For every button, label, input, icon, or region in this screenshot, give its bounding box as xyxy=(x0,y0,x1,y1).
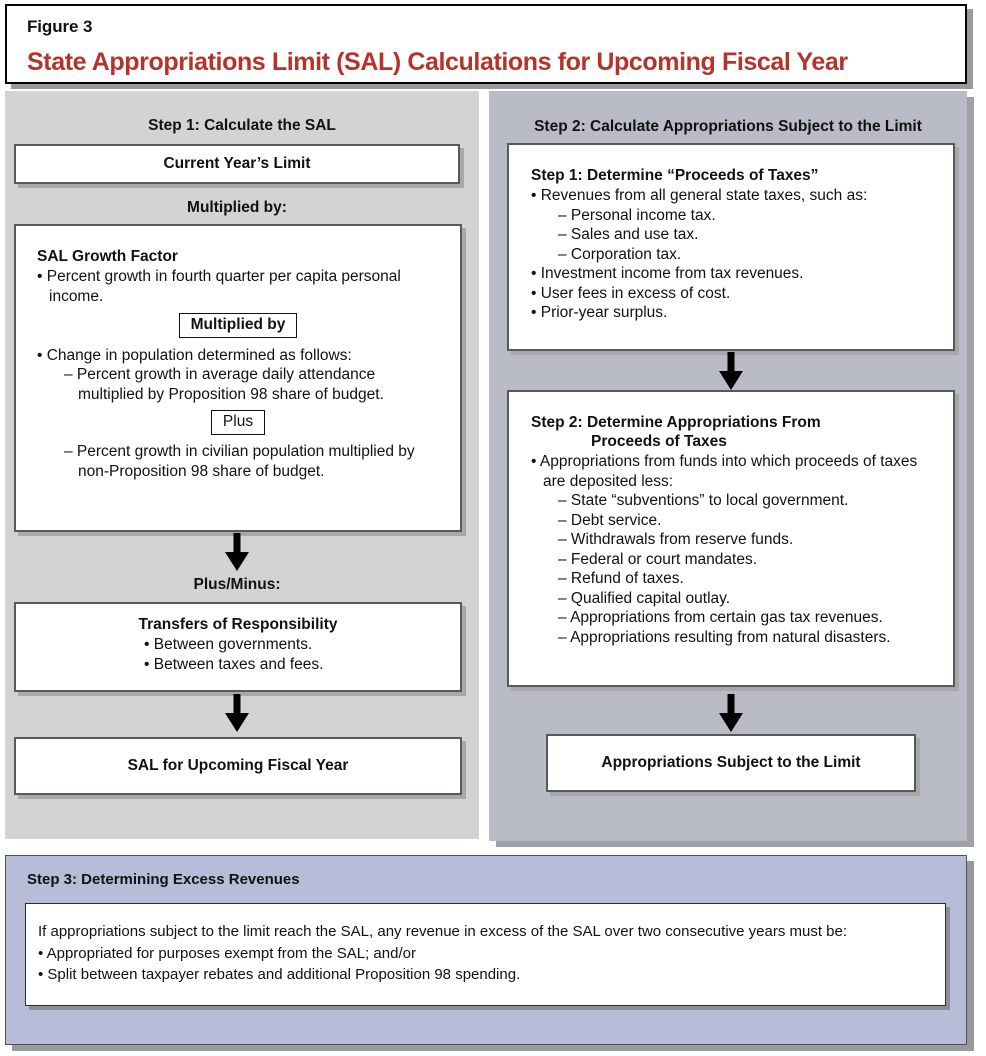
step3-bullet-1: • Split between taxpayer rebates and add… xyxy=(38,966,521,984)
sal-growth-bullet-1: • Percent growth in fourth quarter per c… xyxy=(37,268,401,305)
figure-title: State Appropriations Limit (SAL) Calcula… xyxy=(27,48,848,76)
plus-mini-wrap: Plus xyxy=(37,410,439,436)
down-arrow-icon xyxy=(716,352,746,390)
step3-bullet-0: • Appropriated for purposes exempt from … xyxy=(38,944,416,962)
title-banner: Figure 3 State Appropriations Limit (SAL… xyxy=(5,4,967,84)
determine-line-4: – Federal or court mandates. xyxy=(558,550,758,568)
determine-line-8: – Appropriations resulting from natural … xyxy=(558,628,891,646)
proceeds-line-0: • Revenues from all general state taxes,… xyxy=(531,187,868,204)
determine-line-0: • Appropriations from funds into which p… xyxy=(531,453,918,490)
current-years-limit-label: Current Year’s Limit xyxy=(163,155,311,172)
sal-growth-bullet-2: • Change in population determined as fol… xyxy=(37,346,352,364)
proceeds-line-1: – Personal income tax. xyxy=(558,206,716,224)
sal-result-box: SAL for Upcoming Fiscal Year xyxy=(14,737,462,795)
appropriations-result-label: Appropriations Subject to the Limit xyxy=(601,754,861,771)
down-arrow-icon xyxy=(222,694,252,732)
step3-heading: Step 3: Determining Excess Revenues xyxy=(27,871,300,888)
down-arrow-icon xyxy=(716,694,746,732)
step3-content-box: If appropriations subject to the limit r… xyxy=(25,903,946,1006)
determine-appropriations-box: Step 2: Determine Appropriations From Pr… xyxy=(507,390,955,687)
sal-growth-factor-box: SAL Growth Factor • Percent growth in fo… xyxy=(14,224,462,532)
determine-line-3: – Withdrawals from reserve funds. xyxy=(558,531,794,549)
determine-line-5: – Refund of taxes. xyxy=(558,570,684,588)
proceeds-line-2: – Sales and use tax. xyxy=(558,226,699,244)
proceeds-line-6: • Prior-year surplus. xyxy=(531,304,668,322)
current-years-limit-box: Current Year’s Limit xyxy=(14,144,460,184)
sal-growth-factor-title: SAL Growth Factor xyxy=(37,248,178,265)
sal-growth-dash-1: – Percent growth in average daily attend… xyxy=(64,366,384,403)
determine-title-line-1: Step 2: Determine Appropriations From xyxy=(531,414,821,431)
appropriations-result-box: Appropriations Subject to the Limit xyxy=(546,734,916,792)
down-arrow-icon xyxy=(222,533,252,571)
proceeds-line-3: – Corporation tax. xyxy=(558,245,682,263)
step3-intro: If appropriations subject to the limit r… xyxy=(38,923,848,940)
determine-line-6: – Qualified capital outlay. xyxy=(558,589,731,607)
connector-plus-minus: Plus/Minus: xyxy=(193,576,281,593)
proceeds-line-5: • User fees in excess of cost. xyxy=(531,284,731,302)
determine-line-1: – State “subventions” to local governmen… xyxy=(558,492,849,510)
transfers-bullet-list: • Between governments. • Between taxes a… xyxy=(16,635,460,674)
proceeds-title: Step 1: Determine “Proceeds of Taxes” xyxy=(531,167,819,184)
determine-line-2: – Debt service. xyxy=(558,511,662,529)
determine-line-7: – Appropriations from certain gas tax re… xyxy=(558,609,883,627)
proceeds-of-taxes-box: Step 1: Determine “Proceeds of Taxes” • … xyxy=(507,143,955,351)
sal-result-label: SAL for Upcoming Fiscal Year xyxy=(127,757,349,774)
multiplied-by-mini-box: Multiplied by xyxy=(178,313,298,338)
transfers-bullet-0: • Between governments. xyxy=(144,636,313,653)
determine-title-line-2: Proceeds of Taxes xyxy=(591,433,727,450)
plus-mini-box: Plus xyxy=(210,410,266,436)
transfers-of-responsibility-box: Transfers of Responsibility • Between go… xyxy=(14,602,462,692)
multiplied-by-mini-wrap: Multiplied by xyxy=(37,313,439,338)
step2-heading: Step 2: Calculate Appropriations Subject… xyxy=(534,118,922,135)
sal-growth-dash-2: – Percent growth in civilian population … xyxy=(64,443,415,480)
connector-multiplied-by: Multiplied by: xyxy=(187,199,287,216)
transfers-title: Transfers of Responsibility xyxy=(138,616,338,633)
transfers-bullet-1: • Between taxes and fees. xyxy=(144,655,324,673)
proceeds-line-4: • Investment income from tax revenues. xyxy=(531,265,804,283)
step1-heading: Step 1: Calculate the SAL xyxy=(148,117,336,134)
figure-label: Figure 3 xyxy=(27,17,93,36)
